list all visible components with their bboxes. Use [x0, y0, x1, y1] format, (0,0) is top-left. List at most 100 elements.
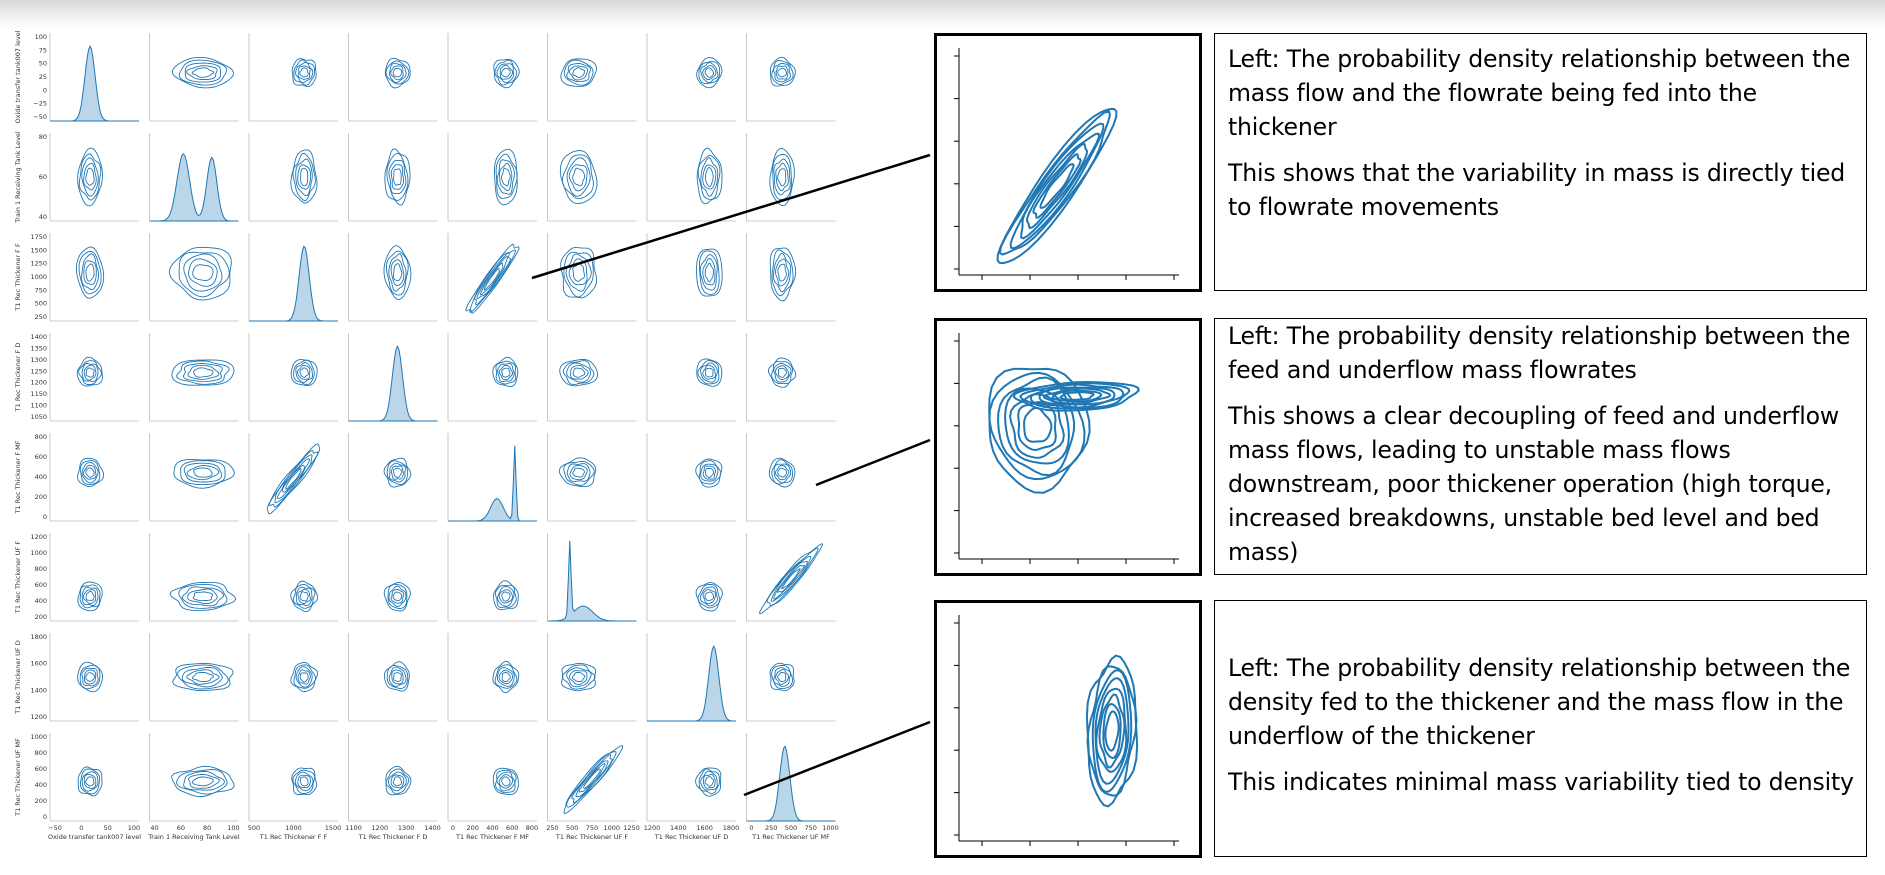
- kde-contour: [178, 251, 230, 298]
- kde-contour: [281, 464, 306, 493]
- kde-contour: [295, 158, 313, 197]
- marginal-density: [149, 153, 239, 222]
- kde-contour: [78, 360, 102, 385]
- y-tick-label: 0: [43, 86, 47, 94]
- kde-contour: [181, 666, 223, 688]
- kde-contour: [191, 776, 214, 787]
- zoom-panel-1: [934, 33, 1202, 292]
- marginal-density: [348, 344, 438, 422]
- zoom-kde-contour: [1009, 393, 1065, 459]
- kde-contour: [83, 669, 97, 685]
- kde-contour: [388, 771, 407, 792]
- pair-cell-0-6: [646, 33, 736, 122]
- x-tick-label: 500: [785, 824, 797, 832]
- pair-cell-4-5: [547, 433, 637, 522]
- kde-contour: [192, 591, 214, 602]
- zoom-kde-contour: [1104, 710, 1120, 752]
- kde-contour: [695, 767, 722, 797]
- kde-contour: [777, 263, 787, 282]
- y-tick-label: 40: [39, 213, 47, 221]
- kde-contour: [497, 585, 515, 607]
- kde-contour: [293, 59, 315, 86]
- kde-contour: [386, 665, 409, 689]
- kde-contour: [474, 251, 511, 306]
- kde-contour: [171, 56, 234, 89]
- kde-contour: [777, 467, 787, 478]
- pair-cell-3-1: [149, 333, 239, 422]
- x-tick-label: 50: [104, 824, 112, 832]
- kde-contour: [699, 586, 718, 607]
- kde-contour: [492, 767, 519, 796]
- kde-contour: [572, 167, 586, 187]
- kde-contour: [388, 253, 407, 292]
- kde-contour: [772, 154, 792, 200]
- y-axis-label: T1 Rec Thickener UF F: [14, 541, 22, 614]
- kde-contour: [562, 360, 595, 386]
- pair-cell-4-7: [746, 433, 836, 522]
- kde-contour: [292, 152, 316, 202]
- pair-cell-6-2: [248, 633, 338, 722]
- kde-contour: [390, 164, 405, 190]
- kde-contour: [169, 581, 237, 611]
- kde-contour: [290, 359, 318, 387]
- kde-contour: [183, 462, 223, 483]
- kde-contour: [498, 774, 513, 789]
- note-box-3: Left: The probability density relationsh…: [1214, 600, 1867, 857]
- kde-contour: [774, 465, 790, 481]
- kde-contour: [499, 162, 513, 191]
- kde-contour: [496, 159, 515, 195]
- kde-contour: [496, 63, 514, 84]
- kde-contour: [767, 357, 797, 388]
- zoom-kde-contour: [998, 110, 1112, 256]
- kde-contour: [773, 362, 792, 383]
- kde-contour: [274, 454, 313, 504]
- x-tick-label: 0: [749, 824, 753, 832]
- note-2-paragraph-2: This shows a clear decoupling of feed an…: [1228, 402, 1839, 566]
- zoom-kde-contour: [1039, 163, 1075, 209]
- zoom-kde-contour: [988, 371, 1086, 481]
- kde-contour: [81, 461, 99, 484]
- y-tick-label: 1200: [30, 379, 47, 387]
- y-tick-label: 1050: [30, 413, 47, 421]
- kde-contour: [704, 67, 714, 78]
- kde-contour: [77, 581, 103, 612]
- x-tick-label: 250: [765, 824, 777, 832]
- kde-contour: [81, 157, 99, 197]
- pair-cell-5-3: [348, 533, 438, 622]
- kde-contour: [78, 153, 102, 201]
- kde-contour: [695, 458, 723, 488]
- x-tick-label: 1500: [325, 824, 342, 832]
- kde-contour: [700, 770, 718, 791]
- kde-contour: [183, 770, 225, 791]
- kde-contour: [79, 664, 101, 690]
- x-axis-label: Oxide transfer tank007 level: [48, 833, 141, 841]
- y-tick-label: 750: [35, 286, 47, 294]
- note-box-2: Left: The probability density relationsh…: [1214, 318, 1867, 575]
- kde-contour: [572, 367, 586, 378]
- x-tick-label: 200: [467, 824, 479, 832]
- y-tick-label: 1500: [30, 246, 47, 254]
- pair-cell-1-6: [646, 133, 736, 222]
- kde-contour: [391, 669, 404, 685]
- zoom-kde-contour: [1098, 693, 1126, 769]
- y-tick-label: 600: [35, 453, 47, 461]
- kde-contour: [494, 664, 518, 689]
- pair-cell-0-2: [248, 33, 338, 122]
- kde-contour: [501, 67, 511, 78]
- kde-contour: [702, 65, 717, 81]
- kde-contour: [176, 360, 230, 385]
- zoom-kde-contour: [1094, 677, 1130, 785]
- kde-contour: [75, 246, 105, 299]
- kde-contour: [385, 60, 410, 85]
- zoom-kde-contour: [988, 367, 1091, 494]
- y-tick-label: 1000: [30, 549, 47, 557]
- kde-contour: [188, 258, 218, 287]
- pair-cell-6-1: [149, 633, 239, 722]
- x-tick-label: 1000: [285, 824, 302, 832]
- kde-contour: [566, 63, 592, 83]
- zoom-kde-contour: [1020, 132, 1100, 240]
